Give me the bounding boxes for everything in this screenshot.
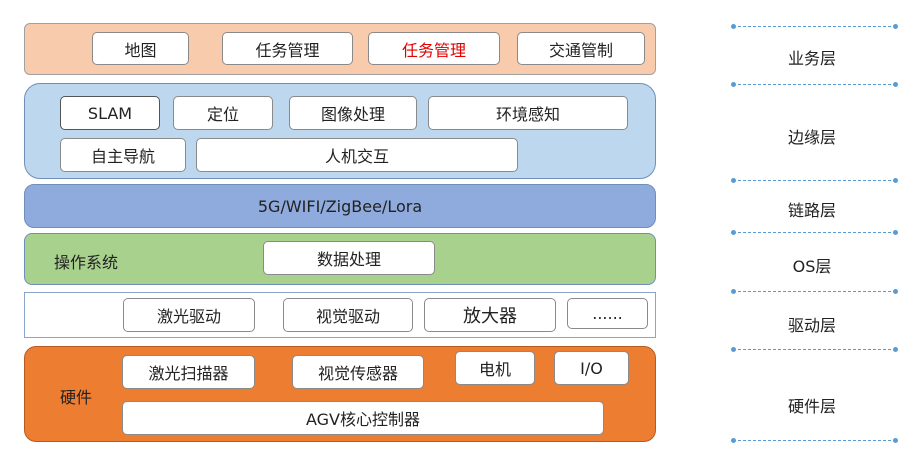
separator-dot xyxy=(893,230,898,235)
separator-dot xyxy=(893,24,898,29)
hardware-item-agv-controller: AGV核心控制器 xyxy=(122,401,604,435)
separator-dot xyxy=(893,82,898,87)
driver-item-amplifier: 放大器 xyxy=(424,298,556,332)
layer-name-driver: 驱动层 xyxy=(787,316,836,335)
separator-line xyxy=(733,440,896,441)
separator-line xyxy=(733,232,896,233)
edge-item-environment-perception: 环境感知 xyxy=(428,96,628,130)
os-item-data-processing: 数据处理 xyxy=(263,241,435,275)
edge-item-slam: SLAM xyxy=(60,96,160,130)
edge-item-image-processing: 图像处理 xyxy=(289,96,417,130)
separator-dot xyxy=(731,289,736,294)
layer-name-os: OS层 xyxy=(792,257,832,276)
hardware-item-vision-sensor: 视觉传感器 xyxy=(292,355,424,389)
separator-dot xyxy=(731,438,736,443)
driver-item-laser: 激光驱动 xyxy=(123,298,255,332)
separator-dot xyxy=(893,438,898,443)
separator-dot xyxy=(893,178,898,183)
separator-dot xyxy=(731,230,736,235)
layer-name-edge: 边缘层 xyxy=(787,128,836,147)
separator-line xyxy=(733,26,896,27)
business-item-task-management: 任务管理 xyxy=(222,32,353,65)
separator-dot xyxy=(731,347,736,352)
separator-dot xyxy=(731,82,736,87)
business-item-task-management-highlight: 任务管理 xyxy=(368,32,500,65)
edge-item-autonomous-navigation: 自主导航 xyxy=(60,138,186,172)
business-item-traffic-control: 交通管制 xyxy=(517,32,645,65)
layer-name-link: 链路层 xyxy=(787,201,836,220)
separator-line xyxy=(733,349,896,350)
separator-line xyxy=(733,291,896,292)
separator-line xyxy=(733,180,896,181)
edge-item-human-machine-interaction: 人机交互 xyxy=(196,138,518,172)
edge-item-localization: 定位 xyxy=(173,96,273,130)
driver-item-vision: 视觉驱动 xyxy=(283,298,413,332)
separator-dot xyxy=(893,289,898,294)
separator-line xyxy=(733,84,896,85)
separator-dot xyxy=(893,347,898,352)
hardware-item-io: I/O xyxy=(554,351,629,385)
link-layer: 5G/WIFI/ZigBee/Lora xyxy=(24,184,656,228)
os-layer-label: 操作系统 xyxy=(54,253,119,272)
layer-name-hardware: 硬件层 xyxy=(787,397,836,416)
layer-name-business: 业务层 xyxy=(787,49,836,68)
separator-dot xyxy=(731,24,736,29)
driver-item-more: ...... xyxy=(567,298,648,329)
hardware-item-motor: 电机 xyxy=(455,351,535,385)
separator-dot xyxy=(731,178,736,183)
business-item-map: 地图 xyxy=(92,32,189,65)
link-layer-label: 5G/WIFI/ZigBee/Lora xyxy=(257,196,423,216)
hardware-item-laser-scanner: 激光扫描器 xyxy=(122,355,255,389)
hardware-layer-label: 硬件 xyxy=(60,388,93,407)
